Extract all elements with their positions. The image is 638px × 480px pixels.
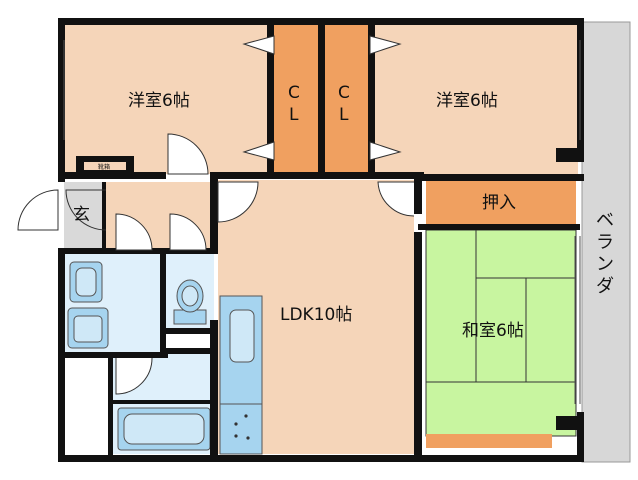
- genkan-floor: [64, 182, 102, 248]
- storage: [64, 358, 110, 454]
- western-right-label: 洋室6帖: [436, 91, 498, 111]
- veranda-area: [581, 21, 631, 463]
- closet-left-label-l: L: [289, 105, 299, 125]
- japanese-room-label: 和室6帖: [462, 321, 524, 341]
- bathtub: [117, 407, 211, 451]
- svg-text:ン: ン: [596, 254, 614, 275]
- stove-burners: [234, 414, 250, 440]
- closet-left: [274, 24, 320, 174]
- svg-text:ダ: ダ: [596, 276, 614, 297]
- room-japanese: [425, 229, 577, 448]
- windows: [63, 40, 581, 404]
- ldk-label: LDK10帖: [280, 305, 352, 325]
- oshiire-closet: [426, 180, 576, 224]
- veranda-label: ベ ラ ン ダ: [596, 210, 614, 297]
- svg-text:ベ: ベ: [596, 210, 614, 231]
- svg-text:ラ: ラ: [596, 232, 614, 253]
- kitchen-sink: [229, 309, 255, 363]
- closet-right-label-l: L: [339, 105, 349, 125]
- closet-right: [324, 24, 370, 174]
- closet-door-markers: [242, 35, 402, 161]
- shoe-box-label: 靴箱: [98, 163, 110, 171]
- toilet-fixture: [173, 279, 207, 325]
- doors: [17, 133, 415, 395]
- oshiire-label: 押入: [482, 193, 516, 213]
- genkan-label: 玄: [73, 205, 90, 225]
- closet-right-label-c: C: [338, 83, 350, 103]
- room-western-right: [370, 24, 578, 174]
- walls: [58, 18, 584, 462]
- western-left-label: 洋室6帖: [128, 91, 190, 111]
- closet-left-label-c: C: [288, 83, 300, 103]
